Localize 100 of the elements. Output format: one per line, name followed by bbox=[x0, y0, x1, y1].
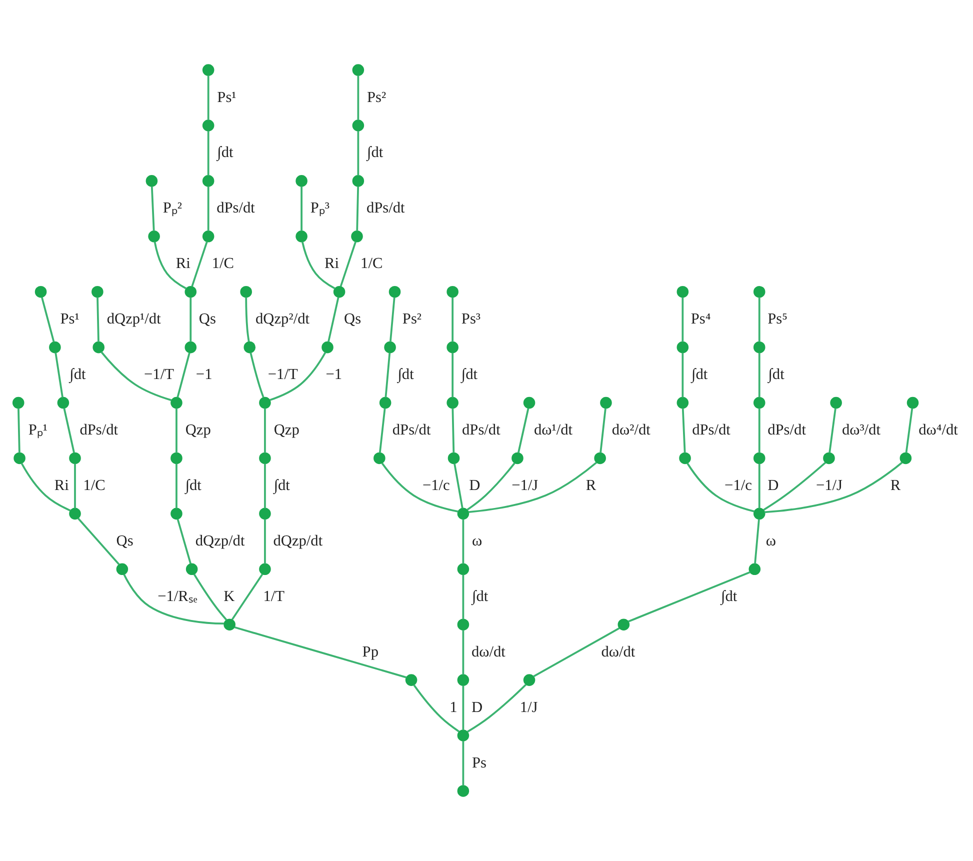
connector bbox=[381, 462, 458, 513]
node-circle bbox=[384, 341, 396, 354]
edge-label: −1 bbox=[326, 366, 342, 384]
edge-label: −1/J bbox=[816, 476, 843, 494]
node-circle bbox=[830, 396, 842, 409]
connector bbox=[389, 297, 396, 342]
node-circle bbox=[374, 452, 386, 464]
connector bbox=[682, 352, 684, 398]
connector bbox=[686, 462, 755, 512]
edge-label: 1/J bbox=[520, 698, 538, 716]
edge-label: dQzp²/dt bbox=[256, 310, 310, 328]
edge-label: K bbox=[224, 588, 235, 605]
edge-label: 1/T bbox=[263, 588, 284, 605]
edge-label: ∫dt bbox=[217, 144, 234, 162]
node-circle bbox=[379, 396, 392, 409]
connector bbox=[413, 684, 460, 732]
connector bbox=[462, 574, 464, 620]
node-circle bbox=[170, 396, 182, 409]
edge-label: Pₚ³ bbox=[310, 200, 330, 217]
edge-label: ∫dt bbox=[70, 366, 86, 384]
node-circle bbox=[823, 452, 835, 464]
connector bbox=[300, 186, 302, 232]
node-circle bbox=[753, 508, 766, 520]
node-circle bbox=[405, 674, 418, 686]
edge-label: −1 bbox=[196, 366, 212, 384]
connector bbox=[20, 462, 71, 512]
node-circle bbox=[34, 286, 47, 298]
node-circle bbox=[170, 508, 182, 520]
node-circle bbox=[202, 230, 214, 242]
connector bbox=[462, 519, 464, 564]
connector bbox=[452, 408, 455, 453]
node-circle bbox=[146, 175, 158, 187]
connector bbox=[466, 684, 527, 733]
node-circle bbox=[333, 286, 346, 298]
node-circle bbox=[184, 341, 197, 354]
edge-label: Ps⁴ bbox=[690, 310, 711, 328]
edge-label: dω¹/dt bbox=[534, 422, 573, 439]
edge-label: dPs/dt bbox=[392, 422, 431, 439]
node-circle bbox=[12, 396, 24, 409]
edge-label: dQzp/dt bbox=[195, 532, 245, 550]
node-circle bbox=[224, 618, 236, 630]
node-circle bbox=[446, 396, 458, 409]
connector bbox=[207, 130, 210, 176]
edge-label: dPs/dt bbox=[462, 422, 500, 439]
connector bbox=[466, 462, 516, 511]
connector bbox=[454, 464, 464, 508]
connector bbox=[905, 408, 914, 454]
connector bbox=[245, 297, 250, 342]
node-circle bbox=[259, 508, 271, 520]
edge-label: ω bbox=[766, 532, 776, 550]
node-circle bbox=[457, 730, 470, 742]
node-circle bbox=[600, 396, 612, 409]
connector bbox=[176, 352, 190, 398]
edge-label: dQzp/dt bbox=[273, 532, 323, 550]
node-circle bbox=[92, 286, 104, 298]
connector bbox=[270, 352, 326, 401]
edge-label: 1/C bbox=[212, 255, 234, 272]
connector bbox=[176, 518, 192, 564]
connector bbox=[462, 630, 464, 675]
node-circle bbox=[446, 286, 458, 298]
node-circle bbox=[748, 563, 761, 576]
node-circle bbox=[388, 286, 401, 298]
node-circle bbox=[594, 452, 606, 464]
edge-label: −1/T bbox=[144, 366, 174, 384]
node-circle bbox=[49, 341, 61, 354]
node-circle bbox=[753, 452, 766, 464]
edge-label: D bbox=[768, 476, 779, 494]
edge-label: ∫dt bbox=[472, 588, 488, 605]
edge-label: dPs/dt bbox=[80, 422, 118, 439]
node-circle bbox=[202, 175, 214, 187]
edge-label: Qs bbox=[344, 310, 362, 328]
node-circle bbox=[322, 341, 334, 354]
edge-label: 1/C bbox=[360, 255, 383, 272]
connector bbox=[150, 186, 155, 232]
connector bbox=[207, 76, 210, 120]
connector bbox=[357, 130, 360, 176]
node-circle bbox=[753, 286, 766, 298]
node-circle bbox=[457, 785, 470, 797]
node-circle bbox=[457, 563, 470, 576]
edge-label: −1/Rₛₑ bbox=[158, 588, 198, 605]
edge-label: dQzp¹/dt bbox=[106, 310, 161, 328]
edge-label: Ri bbox=[176, 255, 190, 272]
connector bbox=[154, 242, 187, 290]
connector bbox=[207, 186, 210, 232]
edge-label: dω³/dt bbox=[842, 422, 880, 439]
node-circle bbox=[296, 175, 308, 187]
connector bbox=[301, 242, 336, 290]
edge-label: ∫dt bbox=[398, 366, 414, 384]
connector bbox=[41, 297, 55, 342]
node-circle bbox=[446, 341, 458, 354]
node-circle bbox=[676, 341, 689, 354]
connector bbox=[176, 464, 178, 508]
edge-label: dPs/dt bbox=[216, 200, 255, 217]
node-circle bbox=[240, 286, 252, 298]
connector bbox=[74, 464, 76, 508]
edge-label: Qzp bbox=[274, 422, 300, 439]
node-circle bbox=[259, 396, 271, 409]
edge-label: dω/dt bbox=[601, 643, 636, 660]
edge-label: dω⁴/dt bbox=[918, 422, 958, 439]
node-circle bbox=[259, 563, 271, 576]
